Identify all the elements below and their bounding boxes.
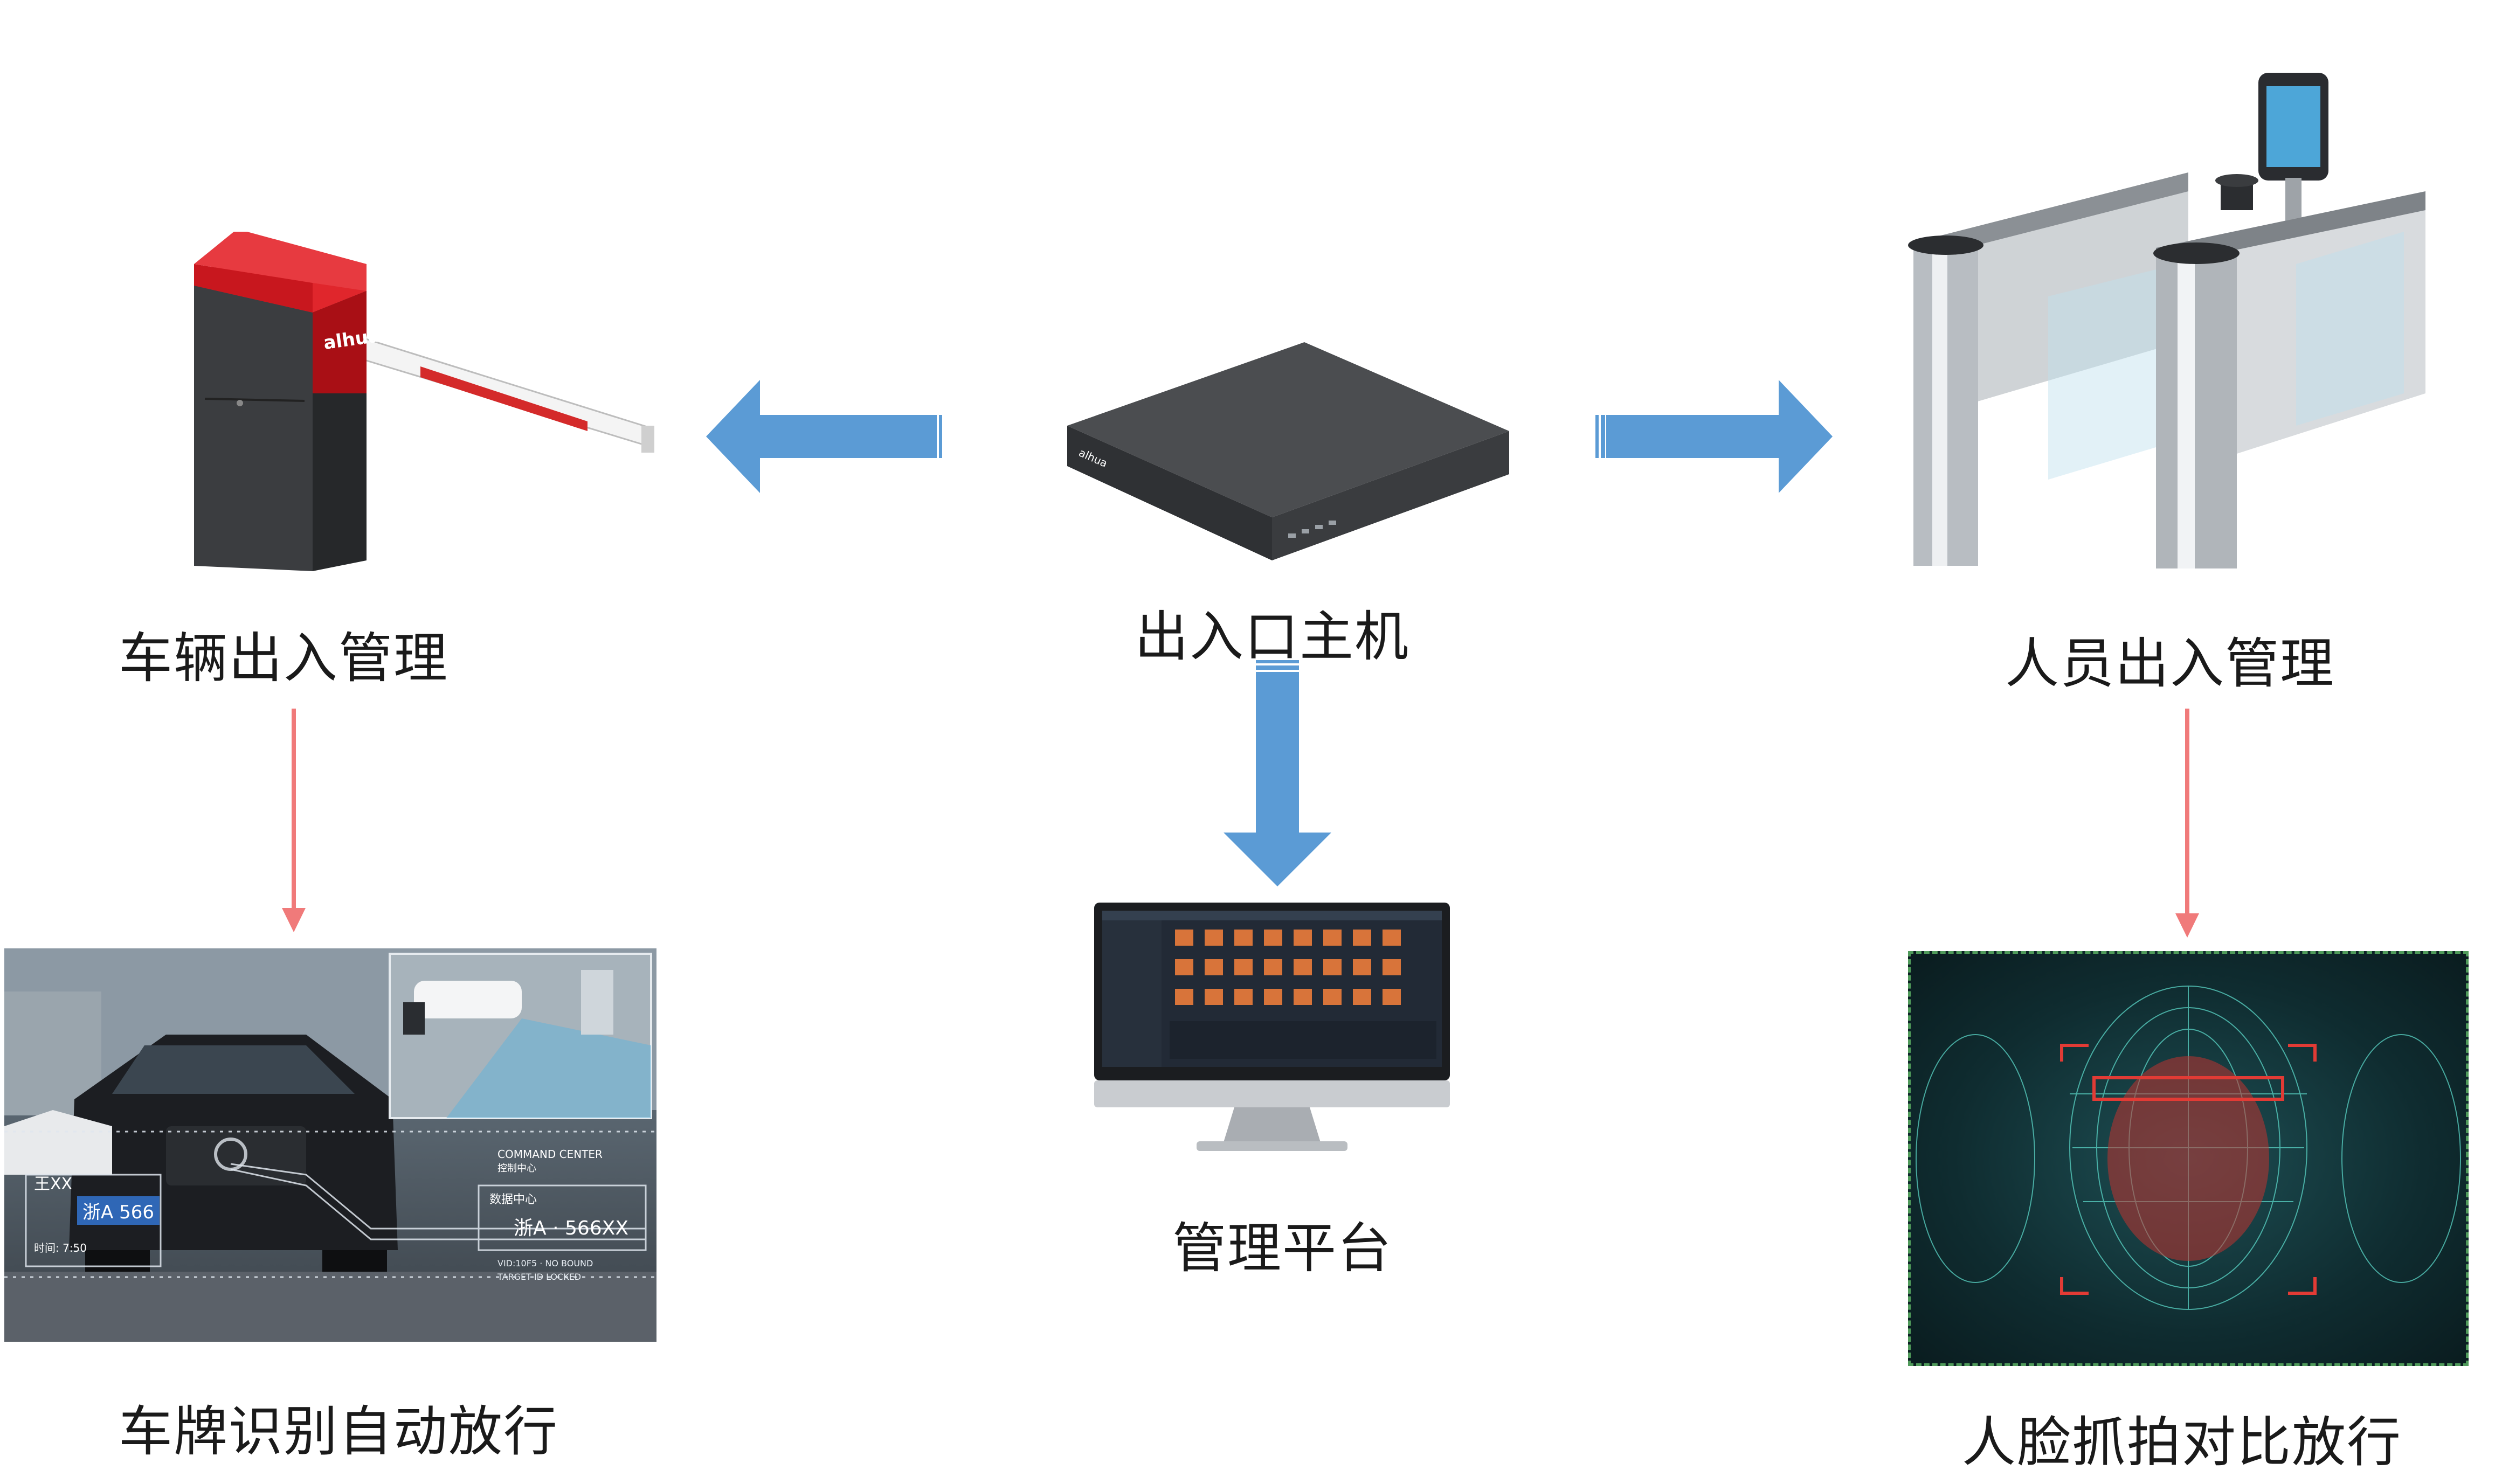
label-face: 人脸抓拍对比放行 — [1962, 1411, 2402, 1474]
label-vehicle: 车辆出入管理 — [119, 627, 448, 690]
arrow-to-person — [1595, 377, 1833, 496]
label-person: 人员出入管理 — [2005, 632, 2335, 695]
overlay-plate-big: 浙A · 566XX — [514, 1217, 628, 1239]
overlay-panel-title: 数据中心 — [489, 1193, 537, 1206]
face-recognition-image — [1908, 951, 2469, 1366]
arrow-to-face — [2171, 709, 2203, 940]
turnstile-gate-image — [1886, 70, 2436, 571]
overlay-name: 王XX — [34, 1175, 73, 1194]
overlay-line1: VID:10F5 · NO BOUND — [497, 1258, 593, 1268]
overlay-time: 时间: 7:50 — [34, 1242, 87, 1254]
overlay-sub: 控制中心 — [497, 1163, 536, 1174]
barrier-gate-image: alhua — [189, 232, 663, 577]
arrow-to-plate — [278, 709, 310, 935]
overlay-plate-small: 浙A 566 — [77, 1196, 160, 1225]
label-plate: 车牌识别自动放行 — [119, 1400, 558, 1463]
overlay-command: COMMAND CENTER — [497, 1148, 603, 1161]
arrow-to-vehicle — [706, 377, 943, 496]
label-platform: 管理平台 — [1172, 1217, 1392, 1280]
plate-recognition-image: 王XX 浙A 566 时间: 7:50 COMMAND CENTER 控制中心 … — [4, 948, 656, 1342]
overlay-line2: TARGET ID LOCKED — [497, 1272, 582, 1282]
arrow-to-platform — [1224, 660, 1331, 886]
platform-monitor-image — [1089, 900, 1455, 1159]
hub-device-image: alhua — [1056, 339, 1520, 571]
label-hub: 出入口主机 — [1135, 605, 1409, 668]
